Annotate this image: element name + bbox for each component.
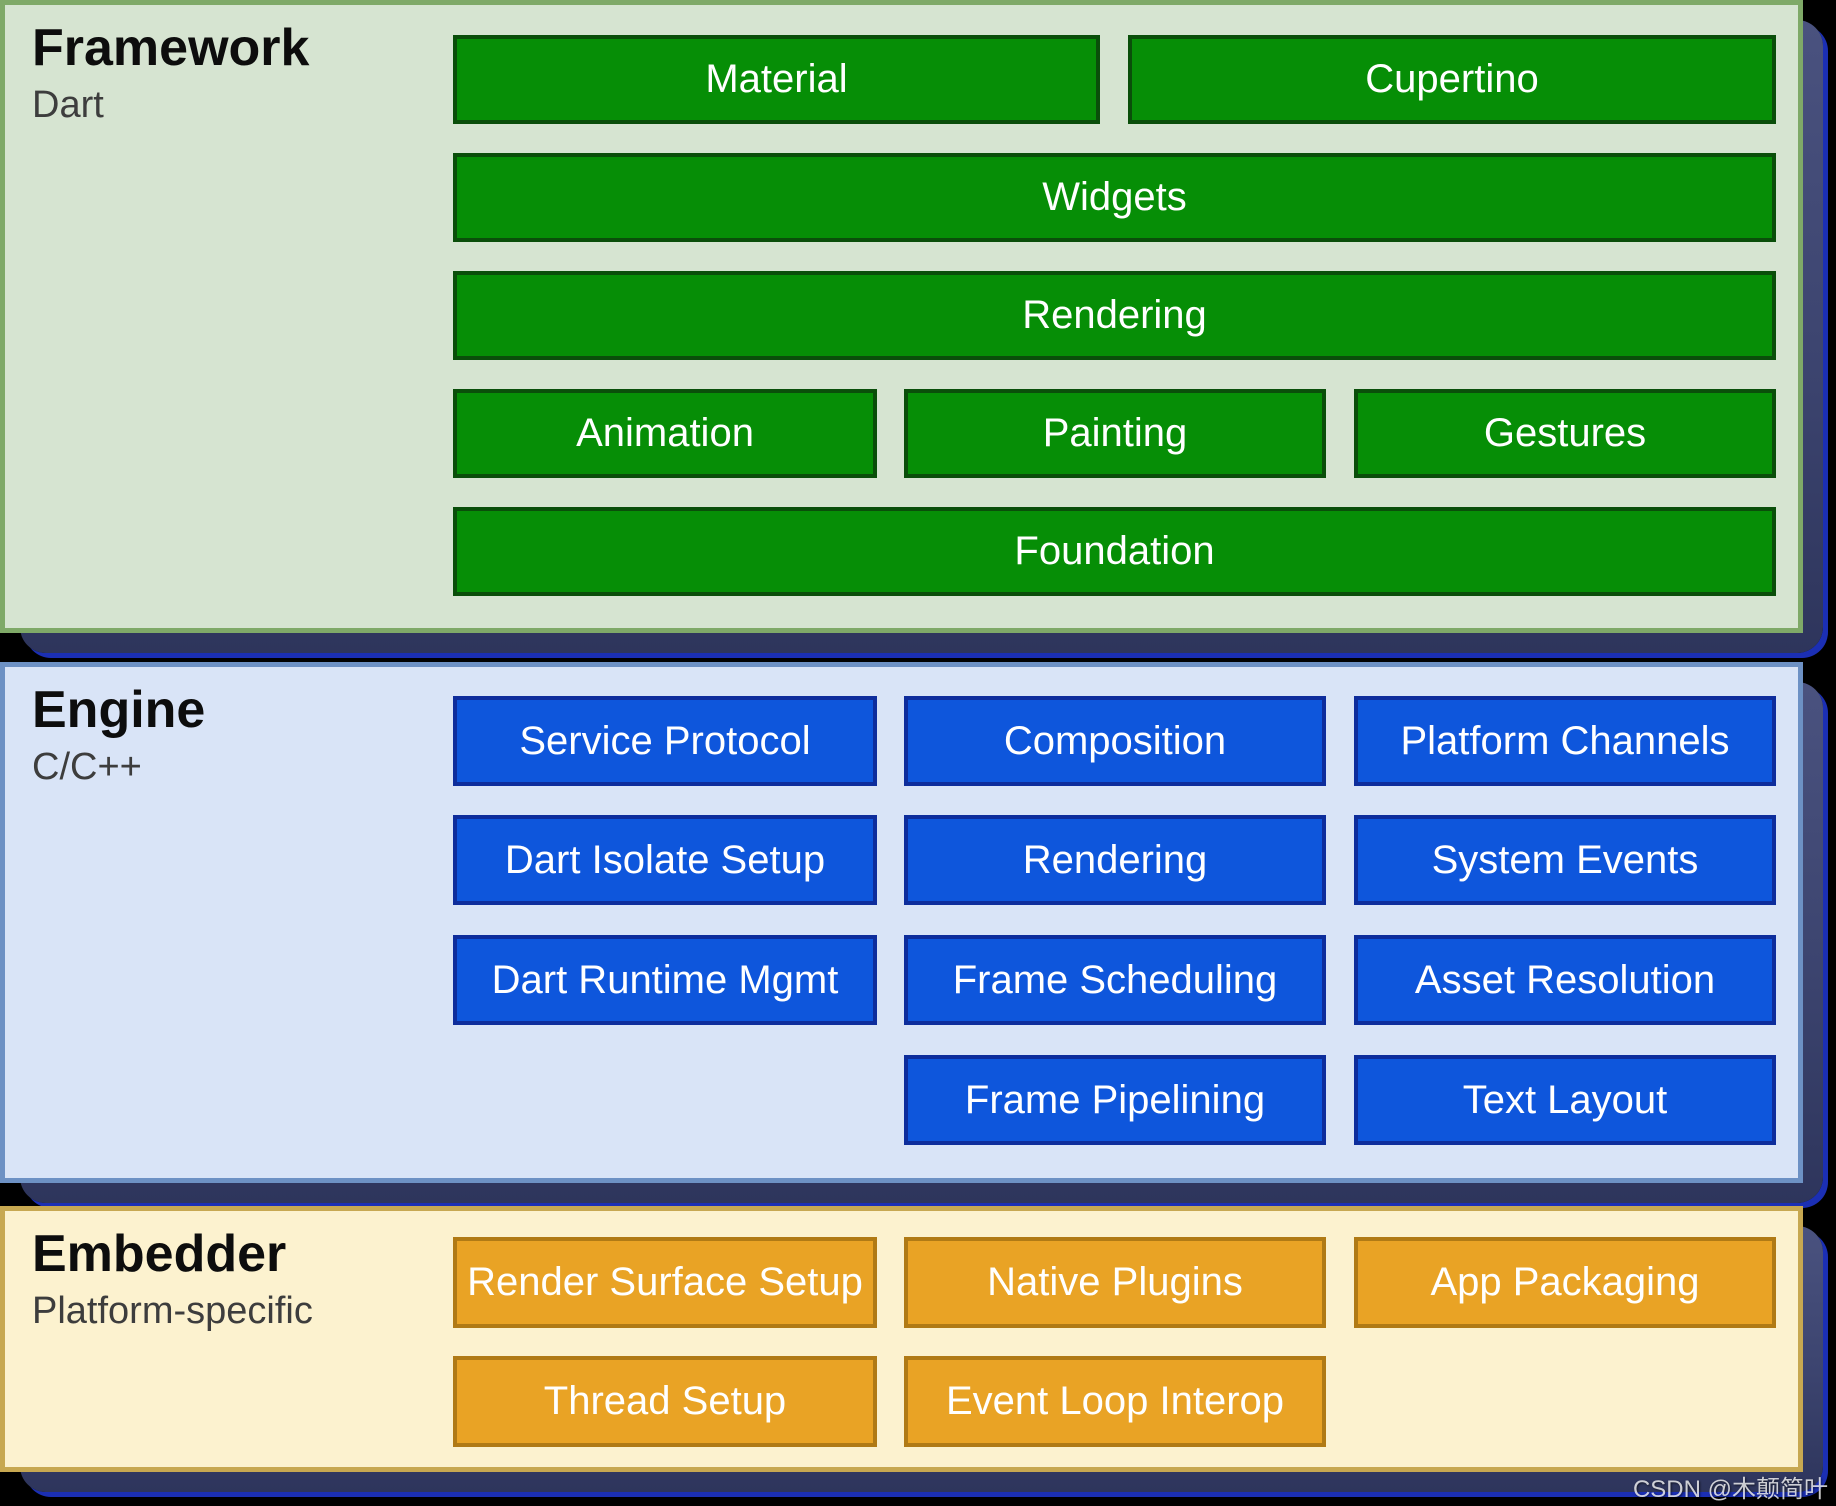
- box-frame-scheduling: Frame Scheduling: [904, 935, 1326, 1025]
- box-rendering-engine: Rendering: [904, 815, 1326, 905]
- box-cupertino: Cupertino: [1128, 35, 1776, 124]
- box-animation: Animation: [453, 389, 877, 478]
- csdn-watermark: CSDN @木颠简叶: [1632, 1476, 1828, 1503]
- box-system-events: System Events: [1354, 815, 1776, 905]
- box-app-packaging: App Packaging: [1354, 1237, 1776, 1328]
- box-thread-setup: Thread Setup: [453, 1356, 877, 1447]
- box-native-plugins: Native Plugins: [904, 1237, 1326, 1328]
- box-frame-pipelining: Frame Pipelining: [904, 1055, 1326, 1145]
- embedder-title-block: Embedder Platform-specific: [32, 1225, 313, 1334]
- box-rendering-framework: Rendering: [453, 271, 1776, 360]
- box-platform-channels: Platform Channels: [1354, 696, 1776, 786]
- box-widgets: Widgets: [453, 153, 1776, 242]
- embedder-panel: Embedder Platform-specific Render Surfac…: [0, 1206, 1803, 1472]
- engine-subtitle: C/C++: [32, 745, 142, 788]
- box-painting: Painting: [904, 389, 1326, 478]
- box-material: Material: [453, 35, 1100, 124]
- engine-panel: Engine C/C++ Service Protocol Compositio…: [0, 662, 1803, 1183]
- framework-title: Framework: [32, 19, 310, 77]
- framework-title-block: Framework Dart: [32, 19, 309, 128]
- box-text-layout: Text Layout: [1354, 1055, 1776, 1145]
- box-composition: Composition: [904, 696, 1326, 786]
- box-dart-runtime-mgmt: Dart Runtime Mgmt: [453, 935, 877, 1025]
- box-render-surface-setup: Render Surface Setup: [453, 1237, 877, 1328]
- box-service-protocol: Service Protocol: [453, 696, 877, 786]
- engine-title: Engine: [32, 681, 206, 739]
- framework-panel: Framework Dart Material Cupertino Widget…: [0, 0, 1803, 633]
- box-gestures: Gestures: [1354, 389, 1776, 478]
- box-event-loop-interop: Event Loop Interop: [904, 1356, 1326, 1447]
- embedder-title: Embedder: [32, 1225, 287, 1283]
- framework-subtitle: Dart: [32, 83, 104, 126]
- box-asset-resolution: Asset Resolution: [1354, 935, 1776, 1025]
- engine-title-block: Engine C/C++: [32, 681, 205, 790]
- embedder-subtitle: Platform-specific: [32, 1289, 313, 1332]
- box-dart-isolate-setup: Dart Isolate Setup: [453, 815, 877, 905]
- box-foundation: Foundation: [453, 507, 1776, 596]
